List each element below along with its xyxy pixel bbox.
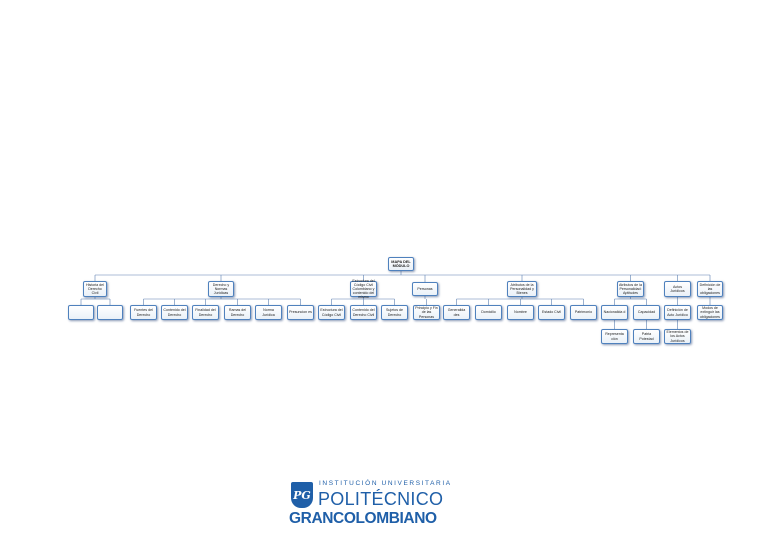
child-node: Presuncion es: [287, 305, 314, 320]
child-node-label: Norma Jurídica: [262, 308, 275, 317]
child-node-label: Definición de Acto Jurídico: [667, 308, 688, 317]
child-node: [68, 305, 94, 320]
logo-emblem: PG: [291, 482, 313, 508]
child-node-label: Sujetos de Derecho: [386, 308, 403, 317]
branch-node-label: Atributos de la Personalidad: Aptitudes: [619, 282, 642, 296]
logo-line-grancolombiano: GRANCOLOMBIANO: [289, 510, 437, 527]
branch-node: Definición de las obligaciones: [697, 281, 723, 297]
grandchild-node: Patria Potestad: [633, 329, 660, 344]
child-node: [97, 305, 123, 320]
child-node-label: Contenido del Derecho Civil: [352, 308, 375, 317]
child-node-label: Estructura del Código Civil: [320, 308, 343, 317]
logo-line-institution: INSTITUCIÓN UNIVERSITARIA: [319, 480, 452, 487]
grandchild-node-label: Patria Potestad: [639, 332, 654, 341]
child-node-label: Ramas del Derecho: [228, 308, 247, 317]
child-node: Modos de extinguir las obligaciones: [697, 305, 723, 320]
child-node: Estructura del Código Civil: [318, 305, 345, 320]
child-node-label: Principio y Fin de las Personas: [415, 306, 438, 319]
grandchild-node-label: Elementos de los Actos Jurídicos: [666, 330, 689, 343]
child-node-label: Nacionalida d: [603, 310, 626, 315]
branch-node-label: Estructura del Código Civil Colombiano y…: [352, 278, 375, 300]
child-node: Estado Civil: [538, 305, 565, 320]
child-node-label: Presuncion es: [289, 310, 312, 315]
child-node: Nacionalida d: [601, 305, 628, 320]
grandchild-node: Elementos de los Actos Jurídicos: [664, 329, 691, 344]
child-node: Domicilio: [475, 305, 502, 320]
child-node: Sujetos de Derecho: [381, 305, 408, 320]
child-node-label: Capacidad: [637, 310, 656, 315]
branch-node-label: Actos Jurídicos: [670, 284, 685, 293]
child-node-label: Finalidad del Derecho: [195, 308, 216, 317]
branch-node-label: Derecho y Normas Jurídicas: [212, 282, 230, 296]
branch-node-label: Personas: [417, 286, 433, 291]
child-node: Ramas del Derecho: [224, 305, 251, 320]
grandchild-node: Representa ción: [601, 329, 628, 344]
root-node-label: MAPA DEL MÓDULO: [391, 259, 411, 268]
child-node: Definición de Acto Jurídico: [664, 305, 691, 320]
child-node-label: Generalida des: [447, 308, 466, 317]
child-node: Finalidad del Derecho: [192, 305, 219, 320]
child-node-label: Estado Civil: [542, 310, 561, 315]
child-node: Norma Jurídica: [255, 305, 282, 320]
child-node-label: Nombre: [514, 310, 527, 315]
child-node-label: Patrimonio: [574, 310, 593, 315]
child-node: Generalida des: [443, 305, 470, 320]
child-node-label: Contenido del Derecho: [163, 308, 186, 317]
child-node: Nombre: [507, 305, 534, 320]
logo-line-politecnico: POLITÉCNICO: [318, 489, 444, 509]
child-node: Fuentes del Derecho: [130, 305, 157, 320]
branch-node-label: Definición de las obligaciones: [699, 282, 721, 296]
branch-node: Historia del Derecho Civil: [83, 281, 107, 297]
child-node-label: Modos de extinguir las obligaciones: [700, 306, 720, 319]
branch-node: Personas: [412, 282, 438, 296]
branch-node: Estructura del Código Civil Colombiano y…: [350, 278, 377, 300]
child-node: Contenido del Derecho: [161, 305, 188, 320]
child-node-label: Domicilio: [481, 310, 496, 315]
branch-node: Derecho y Normas Jurídicas: [208, 281, 234, 297]
root-node: MAPA DEL MÓDULO: [388, 257, 414, 271]
child-node: Principio y Fin de las Personas: [413, 305, 440, 320]
child-node: Contenido del Derecho Civil: [350, 305, 377, 320]
branch-node: Atributos de la Personalidad y Bienes: [507, 281, 537, 297]
institution-logo: PG INSTITUCIÓN UNIVERSITARIA POLITÉCNICO…: [289, 476, 454, 530]
branch-node: Atributos de la Personalidad: Aptitudes: [617, 281, 644, 297]
child-node: Patrimonio: [570, 305, 597, 320]
branch-node-label: Atributos de la Personalidad y Bienes: [510, 282, 534, 296]
grandchild-node-label: Representa ción: [605, 332, 624, 341]
child-node: Capacidad: [633, 305, 660, 320]
child-node-label: Fuentes del Derecho: [134, 308, 153, 317]
branch-node-label: Historia del Derecho Civil: [86, 282, 104, 296]
branch-node: Actos Jurídicos: [664, 281, 691, 297]
